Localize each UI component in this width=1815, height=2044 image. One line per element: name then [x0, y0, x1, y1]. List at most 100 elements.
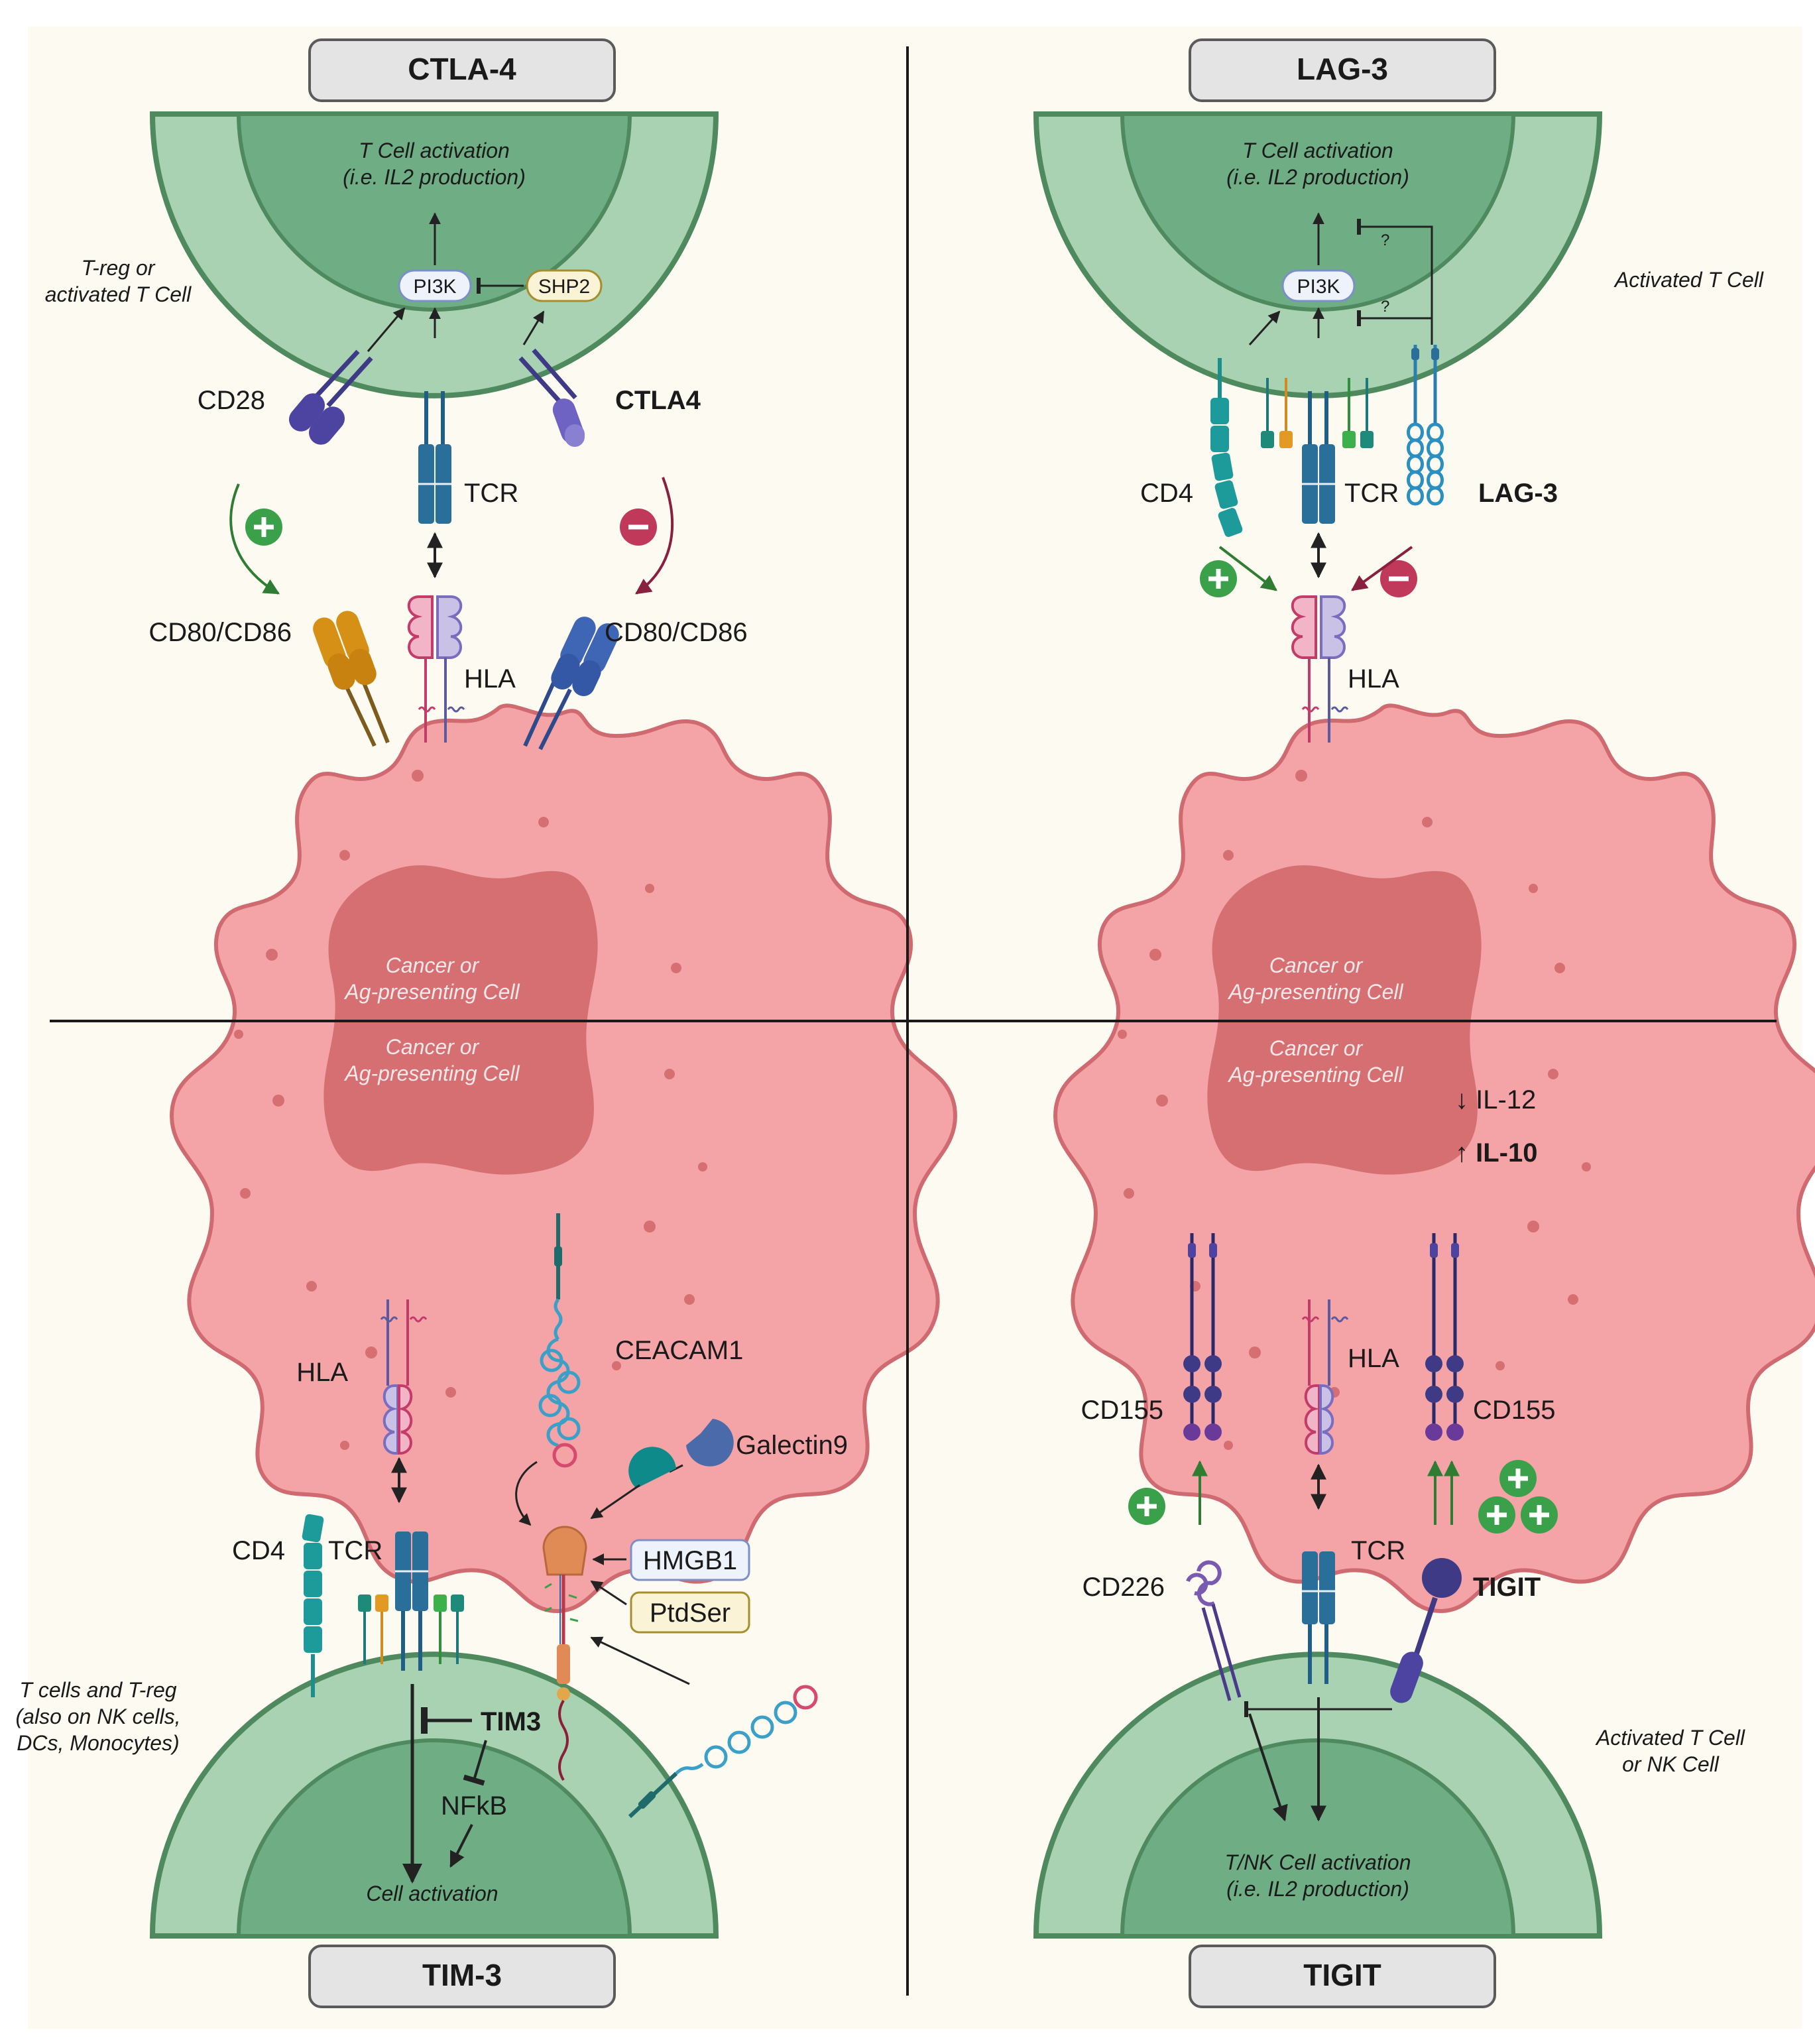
lag3-cell-label: Activated T Cell — [1613, 268, 1764, 292]
ptdser-box: PtdSer — [630, 1591, 750, 1634]
apc-label-tigit-line2: Ag-presenting Cell — [1227, 1063, 1403, 1087]
lag3-label: LAG-3 — [1478, 479, 1558, 508]
plus-icon-tigit-1 — [1499, 1460, 1537, 1497]
hla-molecule-tigit — [1301, 1299, 1349, 1455]
tim3-inhibit-nfkb-line — [463, 1740, 487, 1786]
tim3-label: TIM3 — [481, 1707, 541, 1736]
hla-molecule-lag3 — [1291, 595, 1349, 743]
hla-label-tigit: HLA — [1348, 1344, 1399, 1373]
il10-label: ↑ IL-10 — [1455, 1138, 1537, 1168]
lag3-receptor — [1407, 345, 1444, 506]
lag3-inhibit-activation — [1357, 219, 1433, 345]
cd226-activation-arrow — [1248, 1713, 1288, 1822]
tcr-label-ctla4: TCR — [464, 479, 518, 508]
cd4-receptor-tim3 — [302, 1514, 324, 1697]
minus-icon-ctla4 — [620, 509, 657, 546]
pi3k-label-lag3: PI3K — [1297, 276, 1340, 298]
question-mark-2: ? — [1381, 298, 1389, 316]
cd4-label-tim3: CD4 — [232, 1536, 285, 1565]
ctla4-activation-line1: T Cell activation — [359, 139, 510, 162]
shp2-label: SHP2 — [538, 276, 590, 298]
ceacam1-apc — [538, 1213, 581, 1468]
title-box-ctla4: CTLA-4 — [308, 38, 616, 102]
il12-label: ↓ IL-12 — [1455, 1085, 1536, 1114]
hla-label-ctla4: HLA — [464, 664, 516, 693]
tcr-receptor-lag3 — [1261, 378, 1374, 524]
tcr-receptor-tigit — [1302, 1551, 1335, 1684]
apc-label-ctla4-line2: Ag-presenting Cell — [343, 980, 520, 1004]
cd155-left-label: CD155 — [1081, 1396, 1163, 1425]
apc-label-tim3-line1: Cancer or — [386, 1035, 480, 1059]
apc-label-lag3-line1: Cancer or — [1269, 953, 1364, 977]
title-tim3: TIM-3 — [422, 1958, 502, 1992]
apc-label-tim3-line2: Ag-presenting Cell — [343, 1061, 520, 1085]
ceacam1-label: CEACAM1 — [615, 1336, 743, 1365]
plus-icon-tigit-2 — [1478, 1496, 1515, 1533]
plus-icon-tigit-3 — [1521, 1496, 1558, 1533]
ptdser-label: PtdSer — [650, 1598, 731, 1628]
title-ctla4: CTLA-4 — [408, 52, 516, 86]
hmgb1-box: HMGB1 — [630, 1539, 750, 1581]
cd28-costim-arrow — [229, 483, 280, 595]
ceacam1-tcell — [628, 1685, 818, 1819]
cd80-cd86-right — [523, 617, 619, 751]
cd226-label: CD226 — [1082, 1573, 1165, 1602]
ceacam1-tim3-arrow — [515, 1461, 538, 1526]
cd155-right-label: CD155 — [1473, 1396, 1556, 1425]
title-box-tigit: TIGIT — [1189, 1945, 1496, 2008]
pi3k-pill-lag3: PI3K — [1281, 269, 1356, 302]
hla-molecule-tim3 — [380, 1299, 428, 1455]
lag3-activation-line2: (i.e. IL2 production) — [1226, 165, 1409, 189]
plus-icon-cd226 — [1128, 1488, 1165, 1525]
nfkb-label: NFkB — [441, 1791, 507, 1821]
ctla4-shp2-arrow — [522, 310, 545, 345]
plus-icon-cd4 — [1200, 560, 1237, 597]
galectin9-tim3-arrow — [590, 1484, 640, 1520]
ctla4-activation-line2: (i.e. IL2 production) — [343, 165, 526, 189]
tim3-cell-label-line2: (also on NK cells, — [16, 1705, 181, 1728]
title-lag3: LAG-3 — [1297, 52, 1388, 86]
ctla4-label: CTLA4 — [615, 386, 701, 415]
cd28-pi3k-arrow — [367, 307, 406, 352]
question-mark-1: ? — [1381, 231, 1389, 249]
title-box-lag3: LAG-3 — [1189, 38, 1496, 102]
cd4-pi3k-arrow — [1248, 310, 1281, 346]
ctla4-receptor — [518, 348, 585, 447]
minus-icon-lag3 — [1380, 560, 1417, 597]
cd80-cd86-left-label: CD80/CD86 — [148, 618, 292, 647]
tcr-label-tigit: TCR — [1351, 1536, 1405, 1565]
apc-label-ctla4-line1: Cancer or — [386, 953, 480, 977]
tim3-cell-label-line1: T cells and T-reg — [19, 1678, 176, 1702]
tigit-receptor — [1390, 1558, 1462, 1703]
tcell-bottom-left — [149, 1652, 719, 1939]
tim3-activation-label: Cell activation — [366, 1882, 498, 1905]
cd226-receptor — [1186, 1560, 1242, 1701]
hmgb1-label: HMGB1 — [643, 1546, 737, 1575]
tigit-activation-line2: (i.e. IL2 production) — [1226, 1877, 1409, 1901]
tigit-label: TIGIT — [1473, 1573, 1541, 1602]
galectin9-label: Galectin9 — [736, 1431, 848, 1460]
ceacam1-cis-tim3-arrow — [590, 1636, 690, 1685]
apc-label-lag3-line2: Ag-presenting Cell — [1227, 980, 1403, 1004]
pi3k-label-ctla4: PI3K — [413, 276, 456, 298]
cd4-label-lag3: CD4 — [1140, 479, 1193, 508]
cd80-cd86-left — [313, 611, 390, 747]
tcr-receptor-tim3 — [358, 1532, 464, 1671]
ctla4-cell-label-line1: T-reg or — [82, 256, 156, 280]
tigit-cell-label-line2: or NK Cell — [1622, 1752, 1720, 1776]
tim3-receptor — [542, 1526, 587, 1781]
cd155-left — [1183, 1233, 1222, 1441]
hla-label-lag3: HLA — [1348, 664, 1399, 693]
tcr-receptor-ctla4 — [418, 391, 451, 524]
lag3-activation-line1: T Cell activation — [1242, 139, 1393, 162]
hla-molecule-ctla4 — [407, 595, 465, 743]
plus-icon-cd28 — [245, 509, 282, 546]
cd80-cd86-right-label: CD80/CD86 — [605, 618, 748, 647]
tigit-activation-line1: T/NK Cell activation — [1225, 1850, 1411, 1874]
tcr-label-tim3: TCR — [328, 1536, 382, 1565]
title-box-tim3: TIM-3 — [308, 1945, 616, 2008]
apc-left — [170, 703, 957, 1614]
cd28-receptor — [289, 349, 373, 445]
cd4-receptor-lag3 — [1210, 358, 1243, 537]
